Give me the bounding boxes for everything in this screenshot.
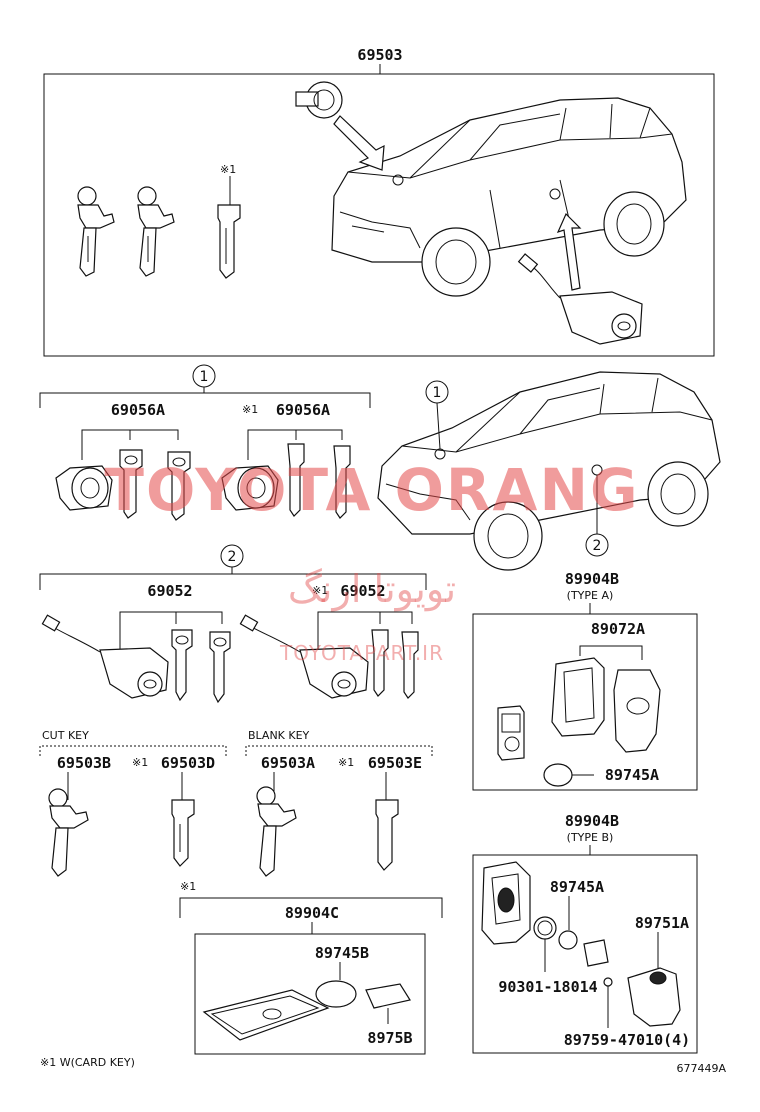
top-assembly-frame xyxy=(43,73,715,357)
vehicle-illustration-top xyxy=(331,97,687,297)
label-89072A: 89072A xyxy=(591,620,645,638)
blank-key-label: BLANK KEY xyxy=(248,729,310,742)
callout-2-left-label: 2 xyxy=(228,549,237,565)
label-89759-47010: 89759-47010(4) xyxy=(564,1031,690,1049)
label-89904C: 89904C xyxy=(285,904,339,922)
label-89751A: 89751A xyxy=(635,914,689,932)
note-mark-top: ※1 xyxy=(220,163,236,176)
figure-id: 677449A xyxy=(676,1062,726,1075)
footnote: ※1 W(CARD KEY) xyxy=(40,1056,135,1069)
label-89745B: 89745B xyxy=(315,944,369,962)
blank-key-69503A xyxy=(256,786,297,877)
o-ring-90301 xyxy=(533,916,557,940)
door-cylinder-set-69052 xyxy=(41,614,231,704)
label-69052: 69052 xyxy=(147,582,192,600)
label-89904B-b: 89904B xyxy=(565,812,619,830)
cut-key-69503D xyxy=(171,799,195,867)
label-69503E: 69503E xyxy=(368,754,422,772)
type-a-frame xyxy=(472,613,698,791)
card-key-frame xyxy=(194,933,426,1055)
cut-key-label: CUT KEY xyxy=(42,729,89,742)
door-lock-cylinder xyxy=(517,212,643,345)
callout-1-left-label: 1 xyxy=(200,369,209,385)
note-mark-69056A: ※1 xyxy=(242,403,258,416)
type-b-frame xyxy=(472,854,698,1054)
card-key xyxy=(202,989,330,1041)
label-69056A-w: 69056A xyxy=(276,401,330,419)
vehicle-illustration-middle xyxy=(377,371,721,571)
type-b-label: (TYPE B) xyxy=(567,831,614,844)
card-part-8975B xyxy=(365,983,411,1009)
key-with-fob-1 xyxy=(77,186,115,277)
cut-key-69503B xyxy=(48,788,89,877)
label-89745A-b: 89745A xyxy=(550,878,604,896)
note-mark-69503D: ※1 xyxy=(132,756,148,769)
battery-89745B xyxy=(315,980,357,1008)
label-90301-18014: 90301-18014 xyxy=(498,978,597,996)
watermark-brand: TOYOTA ORANG xyxy=(104,456,639,524)
hood-lock-cylinder xyxy=(295,81,385,171)
cover-89751A xyxy=(627,967,681,1027)
label-69503D: 69503D xyxy=(161,754,215,772)
watermark-url: TOYOTAPART.IR xyxy=(279,641,444,665)
note-mark-89904C: ※1 xyxy=(180,880,196,893)
note-mark-69503E: ※1 xyxy=(338,756,354,769)
lock-cylinder-set-69056A xyxy=(55,449,191,521)
plate-part xyxy=(583,939,609,967)
door-cylinder-set-69052-w xyxy=(239,614,419,699)
battery-89745A-type-b xyxy=(558,930,578,950)
blank-key-69503E xyxy=(375,799,399,871)
label-69052-w: 69052 xyxy=(340,582,385,600)
battery-89745A-type-a xyxy=(543,763,573,787)
emergency-key-top xyxy=(217,204,241,279)
key-with-fob-2 xyxy=(137,186,175,277)
label-89904B-a: 89904B xyxy=(565,570,619,588)
label-8975B: 8975B xyxy=(367,1029,412,1047)
type-a-label: (TYPE A) xyxy=(567,589,614,602)
label-69503A: 69503A xyxy=(261,754,315,772)
screw-89759 xyxy=(603,977,613,987)
callout-2-car-label: 2 xyxy=(593,538,602,554)
watermark-farsi: تویوتا ارنگ xyxy=(288,567,456,612)
smart-key-case-type-a xyxy=(497,657,661,761)
label-69503B: 69503B xyxy=(57,754,111,772)
smart-key-case-type-b xyxy=(481,861,531,945)
note-mark-69052: ※1 xyxy=(312,584,328,597)
label-69056A: 69056A xyxy=(111,401,165,419)
callout-1-car-label: 1 xyxy=(433,385,442,401)
label-69503: 69503 xyxy=(357,46,402,64)
label-89745A-a: 89745A xyxy=(605,766,659,784)
lock-cylinder-set-69056A-w xyxy=(221,443,351,519)
